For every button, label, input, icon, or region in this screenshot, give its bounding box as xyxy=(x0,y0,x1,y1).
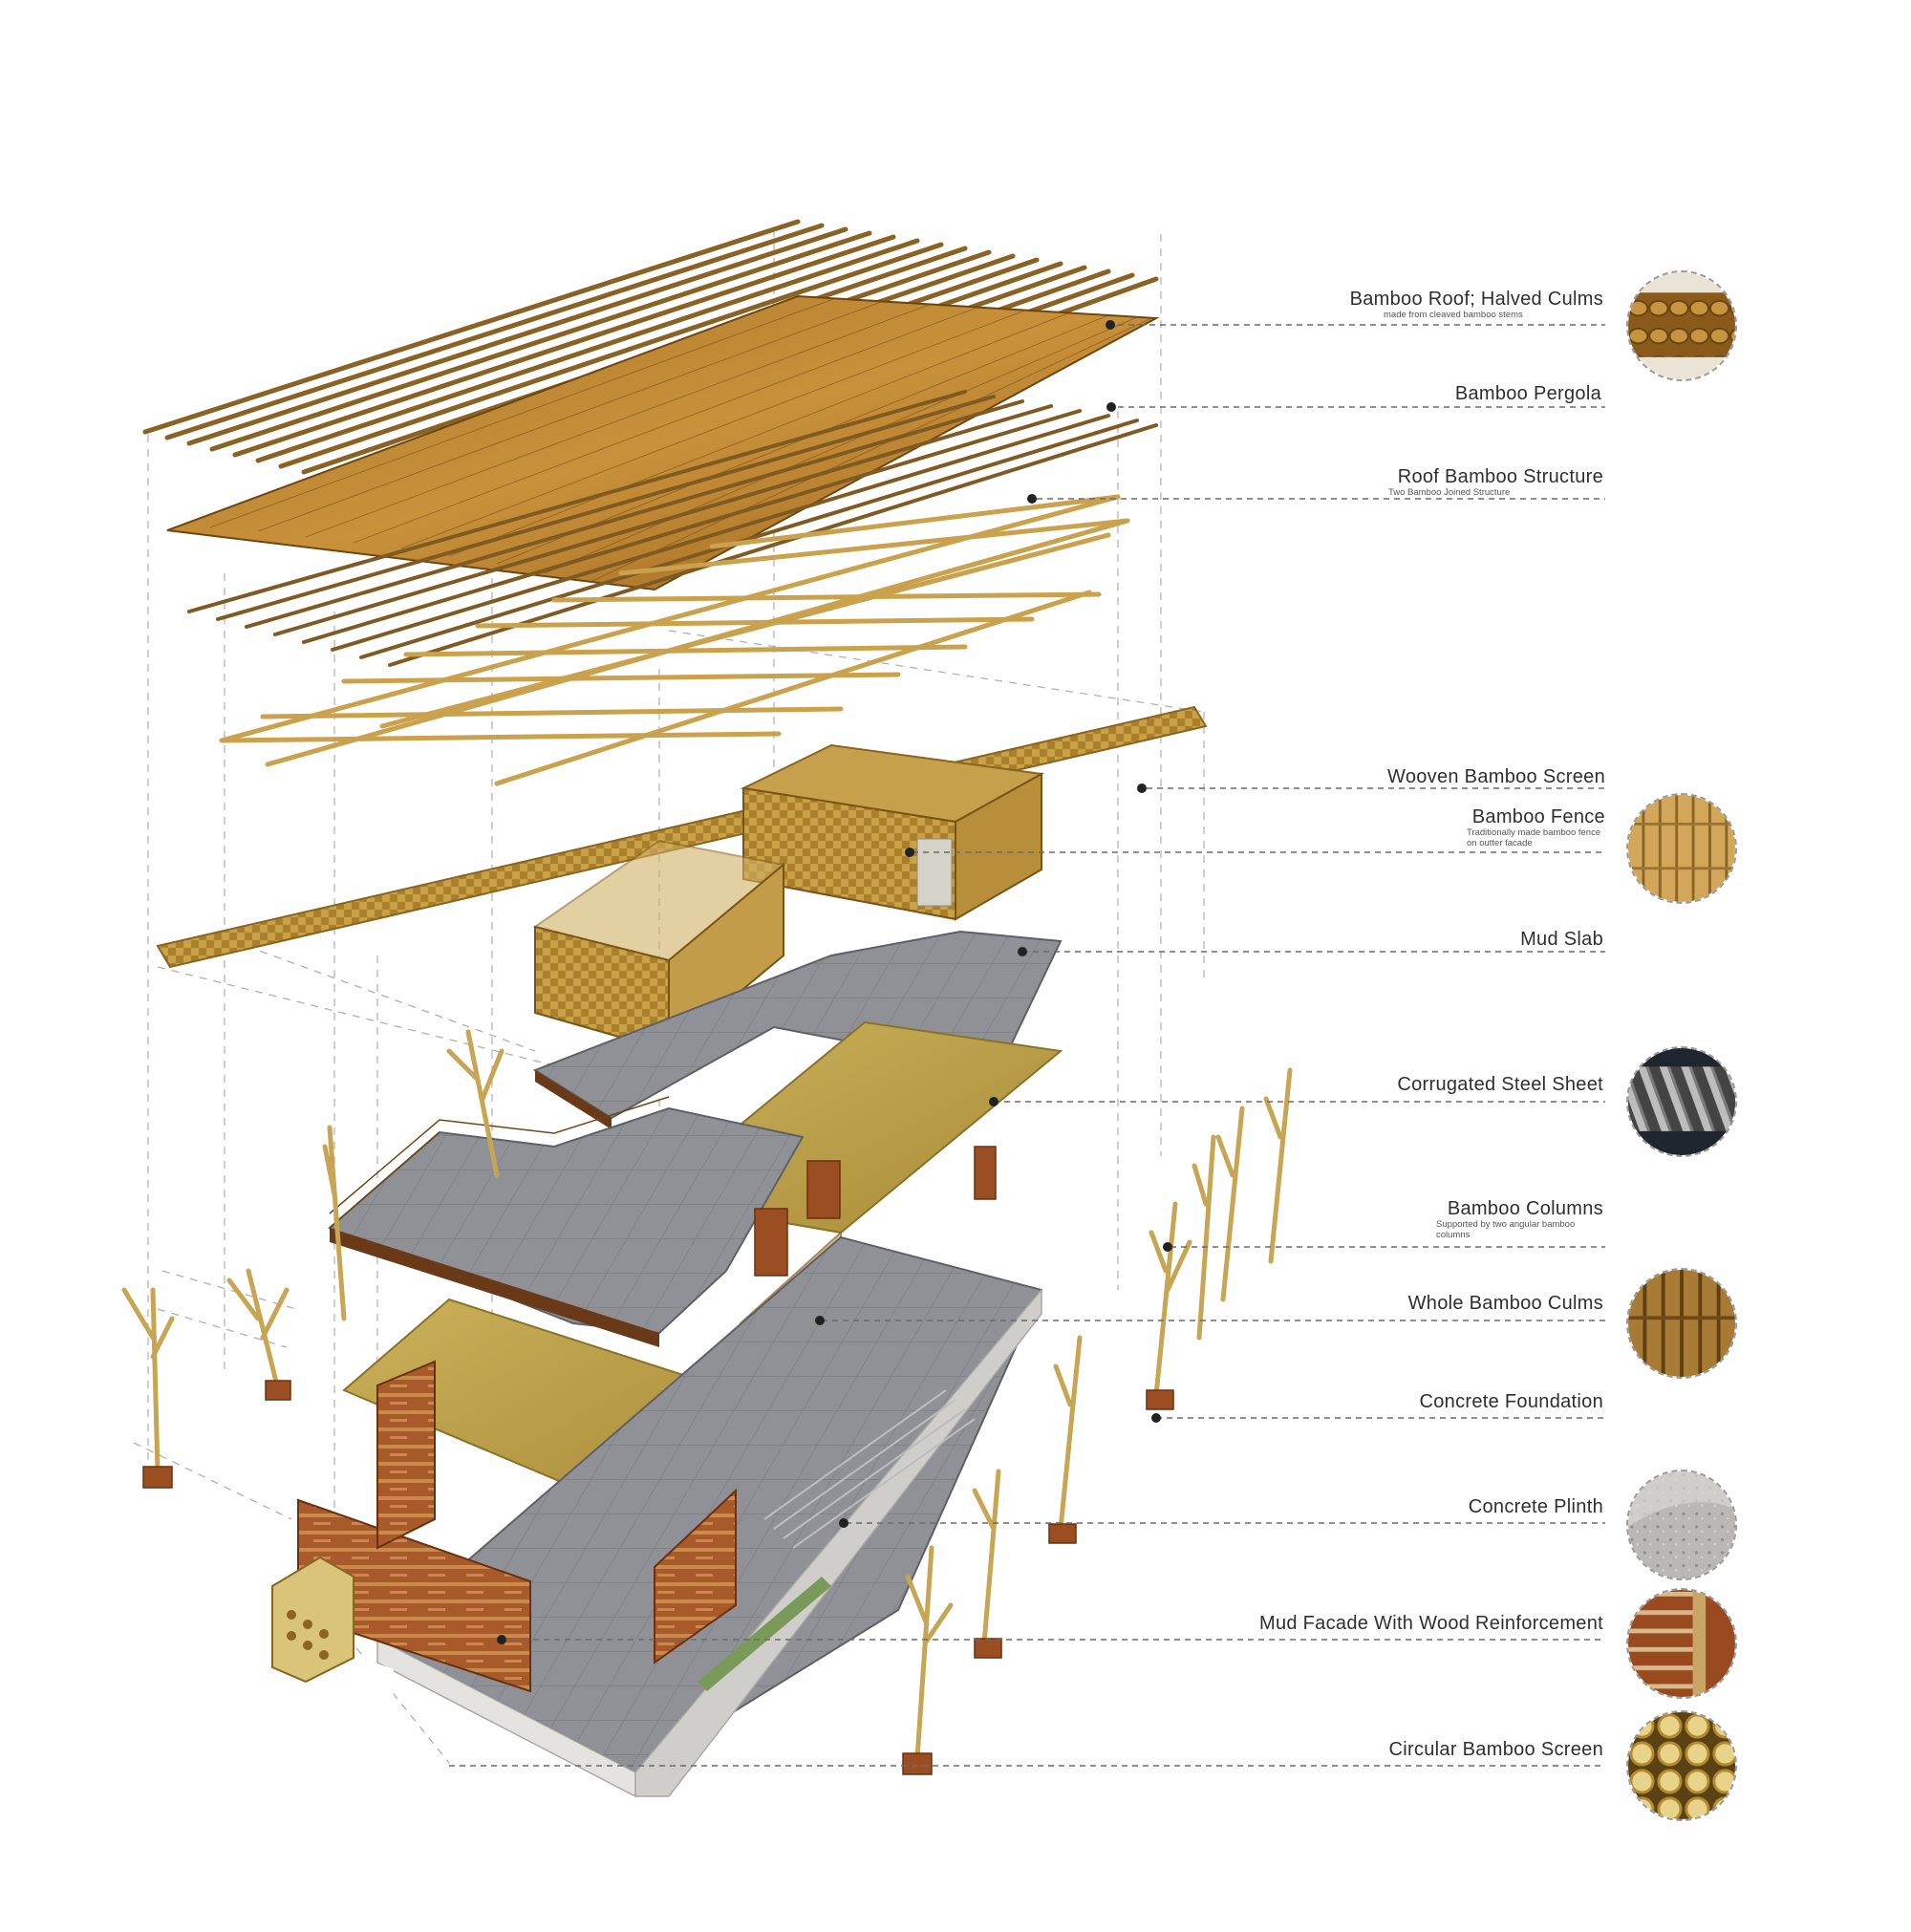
mud-slab-lower xyxy=(328,1106,805,1335)
mud-facade-window xyxy=(336,1649,394,1712)
label-wooven-bamboo-screen: Wooven Bamboo Screen xyxy=(1387,766,1605,787)
label-title: Bamboo Roof; Halved Culms xyxy=(1349,289,1603,310)
thumb-circular-bamboo xyxy=(1626,1710,1737,1821)
label-corrugated-steel-sheet: Corrugated Steel Sheet xyxy=(1397,1074,1603,1095)
label-title: Concrete Foundation xyxy=(1419,1391,1603,1412)
balcony-railing xyxy=(329,1096,670,1229)
label-concrete-plinth: Concrete Plinth xyxy=(1469,1496,1603,1517)
mud-slab-lower-edge xyxy=(330,1228,659,1347)
roof-bamboo-structure-grid xyxy=(219,494,1130,786)
green-strip xyxy=(698,1577,831,1691)
label-title: Corrugated Steel Sheet xyxy=(1397,1074,1603,1095)
label-whole-bamboo-culms: Whole Bamboo Culms xyxy=(1408,1293,1603,1314)
label-subtitle: Traditionally made bamboo fence on outte… xyxy=(1467,827,1601,848)
label-title: Bamboo Columns xyxy=(1447,1198,1603,1219)
circular-screen-holes xyxy=(287,1610,329,1660)
thumb-concrete xyxy=(1626,1470,1737,1580)
label-bamboo-fence: Bamboo Fence Traditionally made bamboo f… xyxy=(1467,806,1605,848)
circular-bamboo-screen xyxy=(271,1556,354,1684)
label-roof-bamboo-structure: Roof Bamboo Structure Two Bamboo Joined … xyxy=(1388,466,1603,498)
leader-lines xyxy=(449,324,1605,1767)
thumb-whole-culms xyxy=(1626,1268,1737,1379)
label-title: Mud Slab xyxy=(1520,929,1603,950)
mud-column-blocks xyxy=(754,1146,997,1277)
label-bamboo-columns: Bamboo Columns Supported by two angular … xyxy=(1436,1198,1603,1240)
thumb-bamboo-fence xyxy=(1626,793,1737,904)
thumb-mud-wood xyxy=(1626,1588,1737,1699)
mud-facade-wall-side xyxy=(376,1360,436,1550)
mud-facade-wall-right xyxy=(654,1488,737,1664)
concrete-plinth-front xyxy=(634,1287,1042,1797)
label-title: Wooven Bamboo Screen xyxy=(1387,766,1605,787)
label-bamboo-roof-halved-culms: Bamboo Roof; Halved Culms made from clea… xyxy=(1350,289,1603,320)
label-title: Bamboo Pergola xyxy=(1454,383,1601,404)
upper-room-left xyxy=(532,839,786,1054)
label-title: Mud Facade With Wood Reinforcement xyxy=(1259,1613,1603,1634)
label-mud-slab: Mud Slab xyxy=(1520,929,1603,950)
mud-slab-upper-edge xyxy=(535,1070,612,1129)
upper-room-right xyxy=(740,743,1045,921)
label-bamboo-pergola: Bamboo Pergola xyxy=(1455,383,1601,404)
label-mud-facade-wood-reinforcement: Mud Facade With Wood Reinforcement xyxy=(1259,1613,1603,1634)
label-title: Roof Bamboo Structure xyxy=(1397,466,1603,487)
label-title: Bamboo Fence xyxy=(1471,806,1605,827)
label-title: Whole Bamboo Culms xyxy=(1407,1293,1603,1314)
concrete-foundation-blocks xyxy=(142,1380,1174,1775)
label-subtitle: made from cleaved bamboo stems xyxy=(1384,310,1523,320)
label-subtitle: Two Bamboo Joined Structure xyxy=(1388,487,1511,498)
entrance-steps xyxy=(763,1389,976,1549)
label-concrete-foundation: Concrete Foundation xyxy=(1420,1391,1604,1412)
thumb-halved-culms xyxy=(1626,270,1737,381)
thumb-corrugated-steel xyxy=(1626,1046,1737,1157)
leader-anchor-dots xyxy=(497,320,1172,1644)
label-subtitle: Supported by two angular bamboo columns xyxy=(1436,1219,1576,1240)
label-circular-bamboo-screen: Circular Bamboo Screen xyxy=(1389,1739,1603,1760)
label-title: Concrete Plinth xyxy=(1468,1496,1603,1517)
label-title: Circular Bamboo Screen xyxy=(1388,1739,1603,1760)
bamboo-columns-trees xyxy=(121,1029,1293,1761)
